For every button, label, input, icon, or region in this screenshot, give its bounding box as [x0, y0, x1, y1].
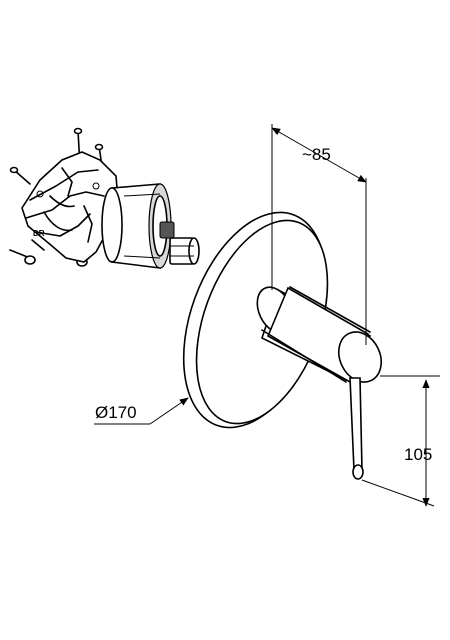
- diameter-label: Ø170: [95, 403, 137, 422]
- handle: [256, 286, 382, 480]
- spindle: [159, 221, 200, 265]
- mounting-bolt: [9, 166, 31, 185]
- lever: [349, 377, 364, 480]
- dimension-depth: ~85: [271, 124, 367, 345]
- dimension-lever-height: 105: [361, 375, 440, 507]
- dimension-diameter: Ø170: [94, 397, 189, 425]
- body-marking: DR: [33, 229, 45, 238]
- concealed-valve-body: DR: [9, 127, 200, 269]
- lever-height-label: 105: [404, 445, 432, 464]
- depth-label: ~85: [302, 145, 331, 164]
- escutcheon-plate: [182, 211, 329, 429]
